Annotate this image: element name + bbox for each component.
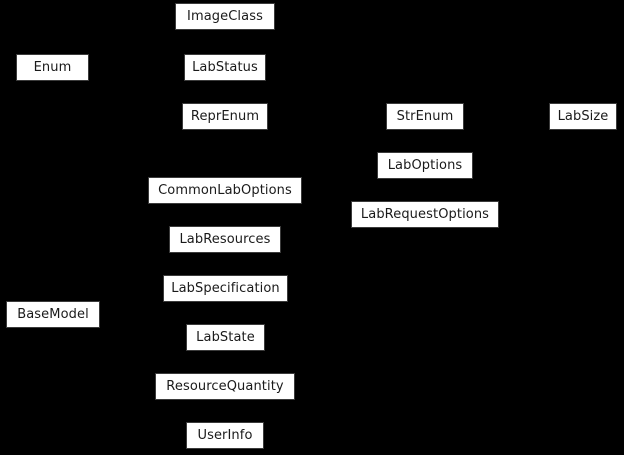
class-node-base-model[interactable]: BaseModel <box>6 301 100 328</box>
class-node-label: LabRequestOptions <box>360 207 490 222</box>
class-node-label: StrEnum <box>396 109 454 124</box>
class-node-enum[interactable]: Enum <box>16 54 89 81</box>
class-node-repr-enum[interactable]: ReprEnum <box>182 103 268 130</box>
class-node-label: Enum <box>33 60 72 75</box>
class-node-label: UserInfo <box>197 428 253 443</box>
class-node-label: ReprEnum <box>190 109 260 124</box>
edge-base-model-to-common-lab-options <box>100 189 148 315</box>
edge-common-lab-options-to-lab-request-options <box>302 189 351 215</box>
class-node-str-enum[interactable]: StrEnum <box>386 103 464 130</box>
class-node-lab-request-options[interactable]: LabRequestOptions <box>351 201 499 228</box>
class-node-image-class[interactable]: ImageClass <box>175 3 275 30</box>
class-node-lab-specification[interactable]: LabSpecification <box>163 275 288 302</box>
class-node-lab-options[interactable]: LabOptions <box>377 152 473 179</box>
class-node-label: LabSpecification <box>171 281 280 296</box>
edge-enum-to-image-class <box>89 15 175 68</box>
class-node-label: BaseModel <box>17 307 89 322</box>
class-node-label: ImageClass <box>187 9 263 24</box>
class-node-label: ResourceQuantity <box>166 379 284 394</box>
class-node-label: LabStatus <box>192 60 258 75</box>
class-node-label: LabOptions <box>387 158 463 173</box>
class-node-lab-status[interactable]: LabStatus <box>184 54 266 81</box>
class-node-lab-resources[interactable]: LabResources <box>169 226 281 253</box>
class-node-resource-quantity[interactable]: ResourceQuantity <box>155 373 295 400</box>
class-node-user-info[interactable]: UserInfo <box>186 422 264 449</box>
class-node-label: LabSize <box>557 109 609 124</box>
edge-base-model-to-lab-specification <box>100 287 163 315</box>
class-node-common-lab-options[interactable]: CommonLabOptions <box>148 177 302 204</box>
edge-base-model-to-lab-state <box>100 313 186 338</box>
class-node-label: LabResources <box>179 232 271 247</box>
class-node-lab-state[interactable]: LabState <box>186 324 265 351</box>
class-node-label: CommonLabOptions <box>158 183 292 198</box>
edge-enum-to-repr-enum <box>89 66 182 117</box>
edge-base-model-to-resource-quantity <box>100 313 155 387</box>
class-node-lab-size[interactable]: LabSize <box>549 103 617 130</box>
edge-base-model-to-lab-resources <box>100 238 169 315</box>
edge-common-lab-options-to-lab-options <box>302 164 377 191</box>
class-node-label: LabState <box>196 330 255 345</box>
